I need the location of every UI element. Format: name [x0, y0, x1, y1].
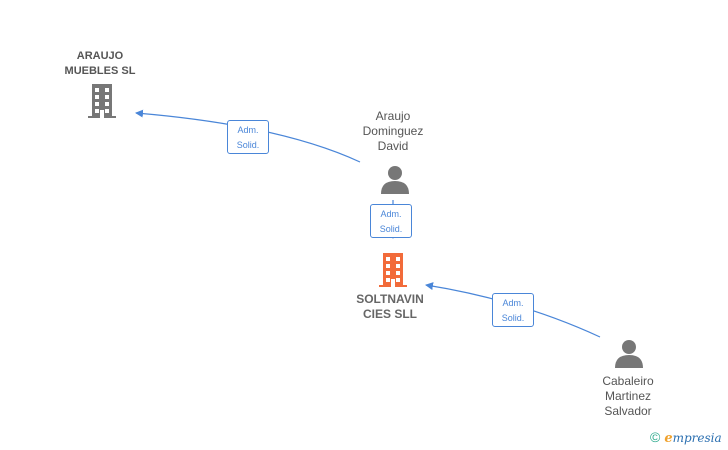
relation-role: Adm.: [237, 125, 259, 135]
person-icon[interactable]: [614, 338, 644, 368]
person-name-line: Cabaleiro: [602, 374, 654, 388]
relation-badge-araujo-muebles[interactable]: Adm. Solid.: [227, 120, 269, 154]
building-icon-main[interactable]: [377, 253, 409, 287]
company-label-soltnavin[interactable]: SOLTNAVIN CIES SLL: [335, 292, 445, 322]
building-icon[interactable]: [86, 84, 118, 118]
person-name-line: Martinez: [604, 389, 651, 403]
person-name-line: David: [377, 139, 409, 153]
empresia-logo: ©empresia: [650, 429, 722, 446]
brand-initial: e: [664, 431, 673, 446]
person-name-line: Araujo: [375, 109, 411, 123]
relation-role: Solid.: [236, 140, 260, 150]
company-name-line: MUEBLES SL: [64, 65, 136, 77]
relation-role: Solid.: [501, 313, 525, 323]
brand-name: mpresia: [672, 431, 722, 445]
relation-role: Adm.: [380, 209, 402, 219]
copyright-symbol: ©: [650, 429, 661, 445]
company-name-line: ARAUJO: [76, 50, 124, 62]
person-icon[interactable]: [380, 164, 410, 194]
company-name-line: SOLTNAVIN: [356, 292, 424, 306]
company-label-araujo-muebles[interactable]: ARAUJO MUEBLES SL: [45, 49, 155, 79]
relation-role: Adm.: [502, 298, 524, 308]
person-name-line: Dominguez: [362, 124, 424, 138]
person-label-araujo-dominguez[interactable]: Araujo Dominguez David: [338, 109, 448, 154]
relation-role: Solid.: [379, 224, 403, 234]
relation-badge-soltnavin-top[interactable]: Adm. Solid.: [370, 204, 412, 238]
person-name-line: Salvador: [604, 404, 652, 418]
relation-badge-soltnavin-right[interactable]: Adm. Solid.: [492, 293, 534, 327]
person-label-cabaleiro[interactable]: Cabaleiro Martinez Salvador: [573, 374, 683, 419]
company-name-line: CIES SLL: [362, 307, 417, 321]
